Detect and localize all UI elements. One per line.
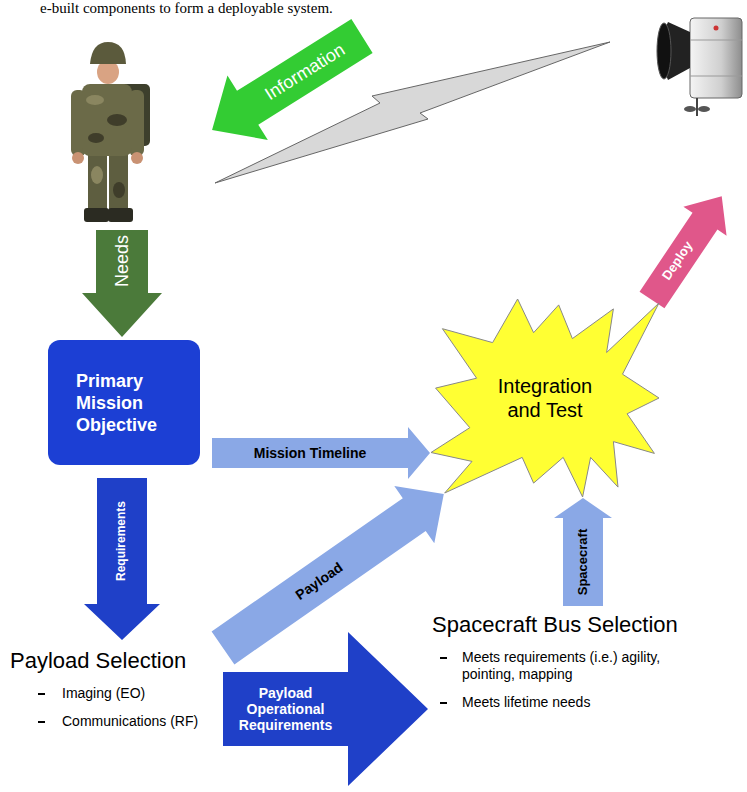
starburst-text: Integration and Test <box>489 374 601 422</box>
bullet-text: Imaging (EO) <box>62 685 220 702</box>
block-arrow <box>84 478 160 640</box>
information-arrow <box>192 4 382 162</box>
starburst-outline <box>430 298 660 498</box>
needs-arrow <box>82 230 162 337</box>
deploy-arrow <box>630 182 743 315</box>
camo-patch <box>86 95 104 105</box>
arrow-label: Mission Timeline <box>254 445 367 461</box>
arrow-label: Needs <box>112 235 133 287</box>
arrow-label: Payload Operational Requirements <box>233 685 338 733</box>
camo-patch <box>91 166 103 184</box>
soldier-hand <box>131 152 143 164</box>
soldier-boot <box>108 208 133 222</box>
block-arrow <box>212 427 430 479</box>
bullet-dash <box>440 657 447 659</box>
section-heading: Payload Selection <box>8 648 223 674</box>
satellite-vane <box>684 106 696 112</box>
camo-patch <box>88 133 104 143</box>
objective-text: Primary Mission Objective <box>76 370 190 436</box>
satellite-vane <box>698 106 710 112</box>
bullet-text: Meets lifetime needs <box>462 694 702 711</box>
satellite-light <box>714 26 719 31</box>
soldier-torso <box>82 84 132 156</box>
arrow-label: Deploy <box>660 239 697 283</box>
bullet-dash <box>38 721 45 723</box>
soldier-helmet <box>90 42 126 64</box>
block-arrow <box>223 632 428 786</box>
soldier-boot <box>84 208 109 222</box>
heading-fragment: e-built components to form a deployable … <box>40 0 333 17</box>
bullet-row: Meets lifetime needs <box>430 694 742 711</box>
satellite-nozzle-rim <box>657 23 671 79</box>
satellite-figure <box>657 18 742 116</box>
soldier-figure <box>71 42 150 222</box>
arrow-label: Spacecraft <box>576 529 591 595</box>
section-heading: Spacecraft Bus Selection <box>430 612 742 638</box>
arrow-label: Information <box>261 39 348 104</box>
soldier-leg <box>88 150 107 212</box>
bullet-row: Imaging (EO) <box>8 685 223 702</box>
bus-selection-block: Spacecraft Bus SelectionMeets requiremen… <box>430 612 742 711</box>
bullet-text: Meets requirements (i.e.) agility, point… <box>462 649 702 683</box>
satellite-body <box>690 18 742 98</box>
objective-box: Primary Mission Objective <box>48 340 200 465</box>
satellite-band <box>690 40 742 41</box>
bullet-text: Communications (RF) <box>62 713 220 730</box>
arrow-label: Payload <box>292 559 345 603</box>
starburst-shape <box>431 299 659 497</box>
bullet-dash <box>440 702 447 704</box>
bullet-row: Communications (RF) <box>8 713 223 730</box>
satellite-mast <box>696 98 698 116</box>
block-arrow <box>212 486 444 665</box>
payload-selection-block: Payload SelectionImaging (EO) Communicati… <box>8 648 223 730</box>
integration-starburst: Integration and Test <box>430 298 660 498</box>
block-arrow <box>554 498 612 606</box>
soldier-leg <box>109 150 128 212</box>
satellite-band <box>690 76 742 77</box>
bullet-row: Meets requirements (i.e.) agility, point… <box>430 649 742 683</box>
camo-patch <box>113 182 125 198</box>
camo-patch <box>107 114 127 126</box>
soldier-hand <box>72 152 84 164</box>
bullet-dash <box>38 693 45 695</box>
arrow-label: Requirements <box>115 501 129 581</box>
